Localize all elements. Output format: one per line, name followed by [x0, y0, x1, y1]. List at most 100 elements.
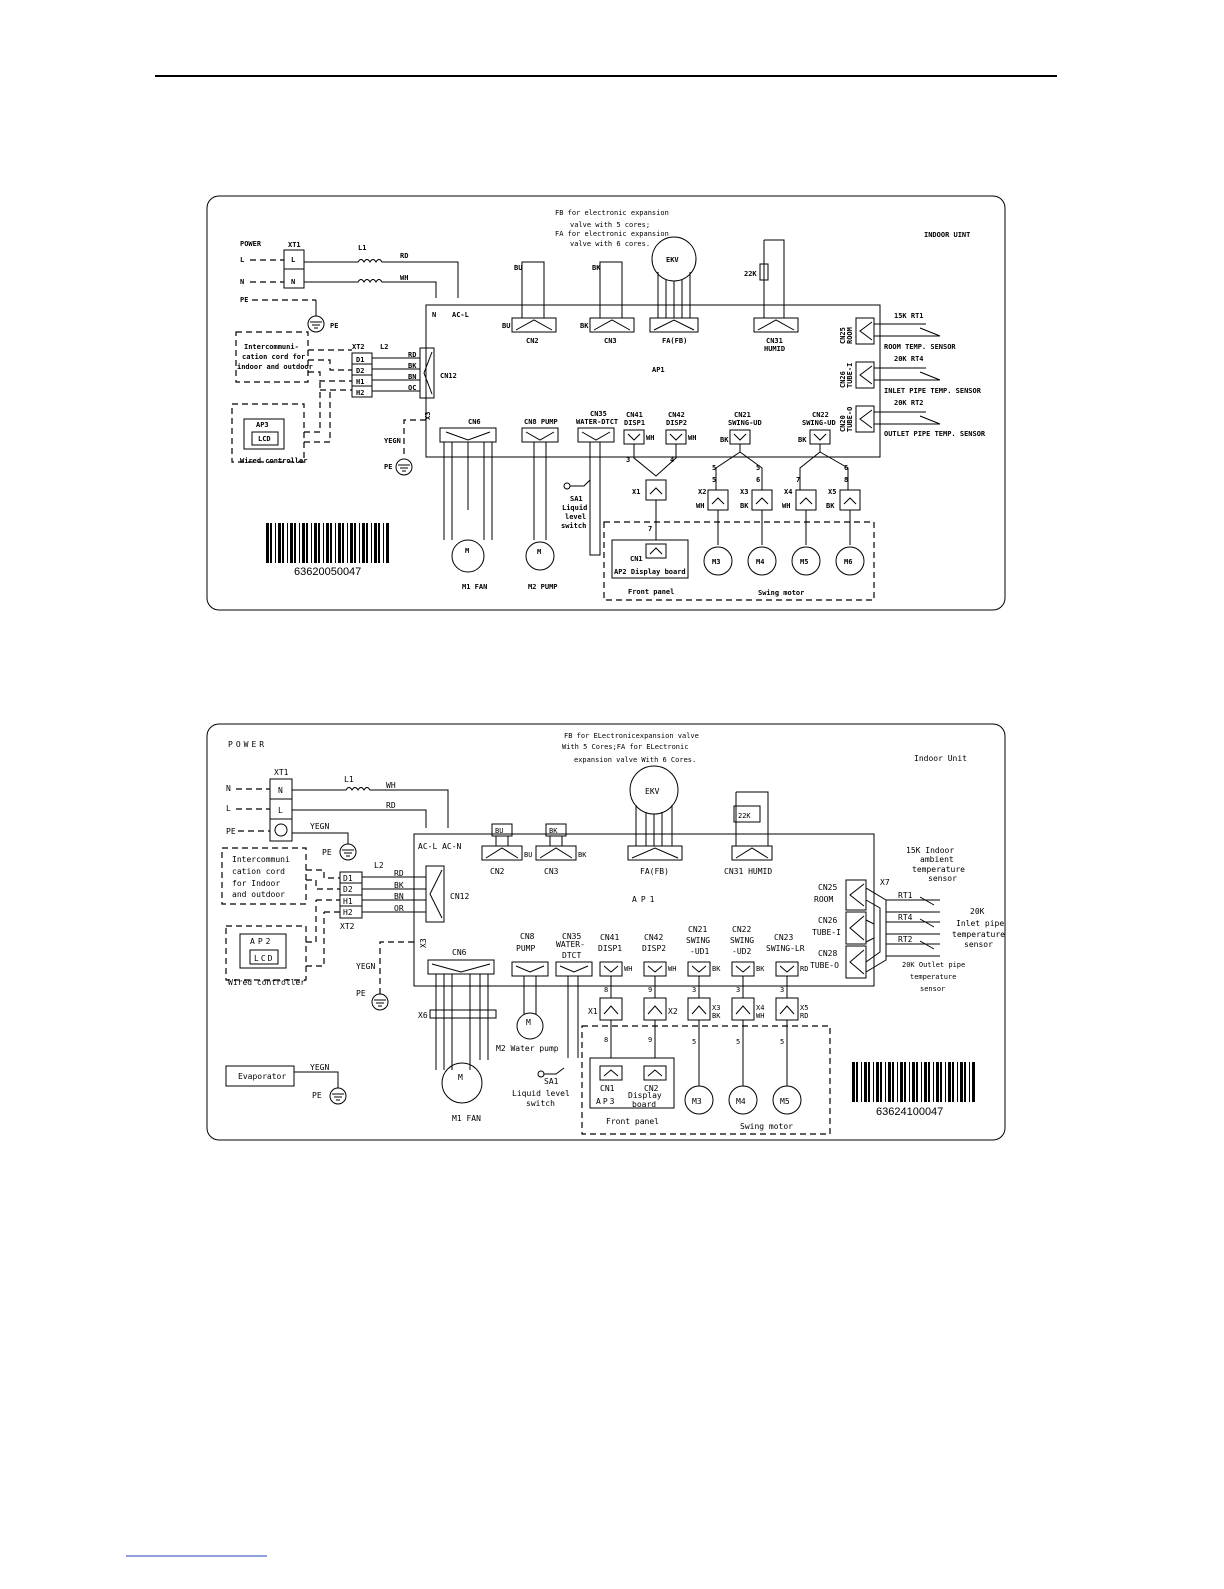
svg-text:WH: WH: [688, 434, 696, 442]
barcode-bar: [861, 1062, 862, 1102]
d1-cn3-connector: BK BK CN3: [580, 261, 635, 345]
d1-d1: D1: [356, 356, 364, 364]
d2-xt1-label: XT1: [274, 768, 289, 777]
d2-cn2b-label: CN2: [644, 1084, 659, 1093]
d1-motor-m4: M4: [747, 546, 777, 576]
svg-text:15K Indoor: 15K Indoor: [906, 846, 954, 855]
d2-n-line: [292, 787, 449, 828]
d2-l-label: L: [226, 804, 231, 813]
d1-cn6-fan: CN6 M M1 FAN: [439, 418, 497, 591]
d1-ap3-box: [243, 418, 285, 450]
svg-text:BK: BK: [580, 322, 589, 330]
svg-text:X2: X2: [668, 1007, 678, 1016]
d2-barcode: [852, 1062, 975, 1102]
d2-intercomm-2: cation cord: [232, 867, 285, 876]
svg-text:switch: switch: [561, 522, 586, 530]
svg-text:DISP1: DISP1: [624, 419, 645, 427]
svg-text:SWING: SWING: [730, 936, 754, 945]
d2-ap3-label: AP3: [596, 1097, 616, 1106]
svg-text:SWING-LR: SWING-LR: [766, 944, 805, 953]
d1-note-line1: FB for electronic expansion: [555, 209, 669, 217]
svg-text:switch: switch: [526, 1099, 555, 1108]
d2-yegn2: YEGN: [356, 962, 375, 971]
d2-lcd-label: LCD: [254, 954, 274, 963]
barcode-bar: [916, 1062, 918, 1102]
barcode-bar: [880, 1062, 882, 1102]
d2-rd2: RD: [394, 869, 404, 878]
d2-x3-label: X3: [419, 938, 428, 948]
svg-text:BK: BK: [826, 502, 835, 510]
svg-text:BK: BK: [712, 965, 721, 973]
svg-text:6: 6: [844, 464, 848, 472]
svg-text:5: 5: [756, 464, 760, 472]
d2-evaporator-box: [225, 1065, 295, 1087]
barcode-bar: [354, 523, 356, 563]
svg-text:CN3: CN3: [604, 337, 617, 345]
svg-text:M2 PUMP: M2 PUMP: [528, 583, 558, 591]
d2-intercomm-box: [221, 847, 307, 905]
d1-n-label: N: [240, 278, 244, 286]
svg-text:X2: X2: [698, 488, 706, 496]
d2-cn6-fan: CN6 X6 M M1 FAN: [418, 948, 497, 1123]
svg-text:5: 5: [692, 1038, 696, 1046]
d1-l-label: L: [240, 256, 244, 264]
barcode-bar: [852, 1062, 855, 1102]
barcode-bar: [290, 523, 293, 563]
svg-text:BK: BK: [798, 436, 807, 444]
svg-text:-UD2: -UD2: [732, 947, 751, 956]
svg-text:7: 7: [648, 525, 652, 533]
svg-text:-UD1: -UD1: [690, 947, 709, 956]
d1-n-line: [304, 279, 437, 298]
svg-text:CN31 HUMID: CN31 HUMID: [724, 867, 772, 876]
d2-d1: D1: [343, 874, 353, 883]
d1-motor-m5: M5: [791, 546, 821, 576]
svg-text:5: 5: [712, 476, 716, 484]
d2-display-1: Display: [628, 1091, 662, 1100]
svg-text:20K Outlet pipe: 20K Outlet pipe: [902, 961, 965, 969]
svg-text:CN2: CN2: [526, 337, 539, 345]
d1-intercomm-wires: [308, 349, 352, 391]
svg-text:M5: M5: [800, 558, 808, 566]
d2-motor-m5: M5: [772, 1085, 802, 1115]
d1-cn22-swing: CN22 SWING-UD BK 7 6 8: [796, 411, 849, 490]
svg-text:SWING: SWING: [686, 936, 710, 945]
svg-text:X1: X1: [632, 488, 640, 496]
svg-text:WH: WH: [668, 965, 676, 973]
svg-text:22K: 22K: [744, 270, 757, 278]
svg-text:WATER-: WATER-: [556, 940, 585, 949]
svg-text:RT4: RT4: [898, 913, 913, 922]
d2-note-line2: With 5 Cores;FA for ELectronic: [562, 743, 688, 751]
d2-cn31-humid: 22K CN31 HUMID: [724, 791, 773, 876]
svg-text:M: M: [465, 547, 469, 555]
d2-cn12-label: CN12: [450, 892, 469, 901]
svg-text:ambient: ambient: [920, 855, 954, 864]
d1-ap1-board: [425, 304, 881, 458]
barcode-bar: [294, 523, 296, 563]
svg-text:RT2: RT2: [898, 935, 913, 944]
d2-cn41-disp1: CN41 DISP1 WH 8 X1 8: [588, 933, 632, 1058]
d2-cn3-connector: BK BK CN3: [535, 823, 587, 876]
d2-bn2: BN: [394, 892, 404, 901]
d1-cn25-room: CN25 ROOM 15K RT1 ROOM TEMP. SENSOR: [839, 312, 956, 351]
d1-motor-m6: M6: [835, 546, 865, 576]
d2-xt1-n: N: [278, 786, 283, 795]
d1-xt1-label: XT1: [288, 241, 301, 249]
barcode-bar: [359, 523, 360, 563]
d1-cn12-label: CN12: [440, 372, 457, 380]
svg-text:X3: X3: [740, 488, 748, 496]
svg-text:SWING-UD: SWING-UD: [728, 419, 762, 427]
d1-cn12-connector: [419, 347, 435, 399]
barcode-bar: [948, 1062, 951, 1102]
svg-text:M6: M6: [844, 558, 852, 566]
barcode-bar: [386, 523, 389, 563]
svg-text:WH: WH: [624, 965, 632, 973]
svg-text:22K: 22K: [738, 812, 751, 820]
barcode-bar: [888, 1062, 891, 1102]
svg-text:DISP1: DISP1: [598, 944, 622, 953]
wiring-diagram-2: FB for ELectronicexpansion valve With 5 …: [206, 723, 1006, 1141]
d1-yegn-label: YEGN: [384, 437, 401, 445]
svg-text:CN26: CN26: [818, 916, 837, 925]
barcode-bar: [306, 523, 308, 563]
svg-text:X7: X7: [880, 878, 890, 887]
d1-intercomm-2: cation cord for: [242, 353, 305, 361]
